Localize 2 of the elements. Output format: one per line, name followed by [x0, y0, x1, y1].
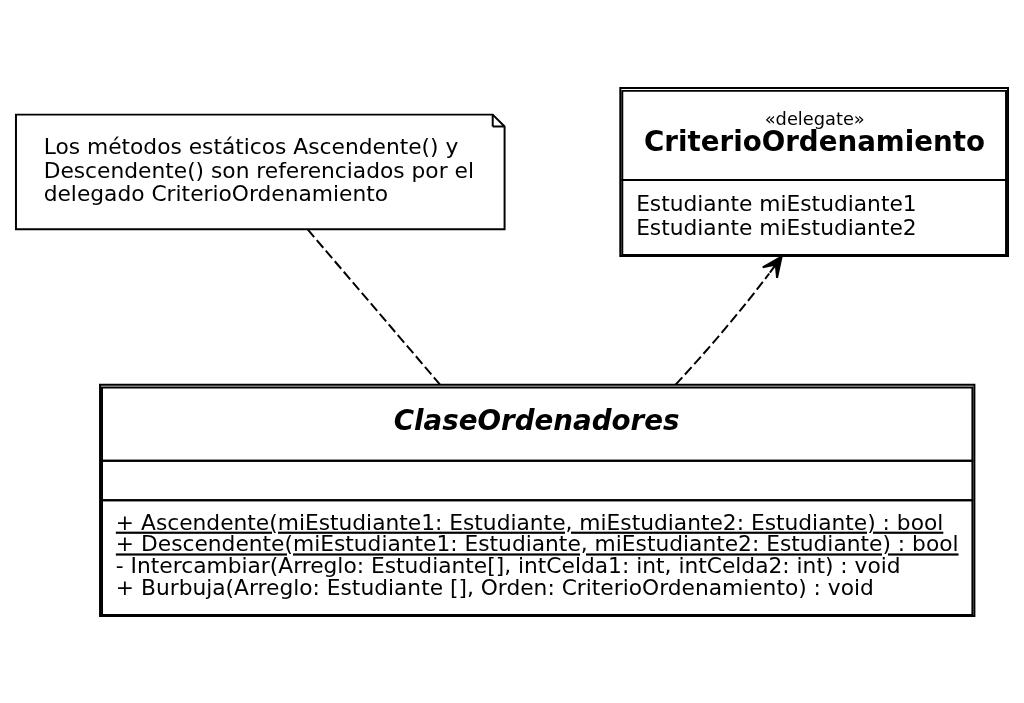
connector	[306, 228, 441, 385]
arrow	[674, 255, 783, 386]
